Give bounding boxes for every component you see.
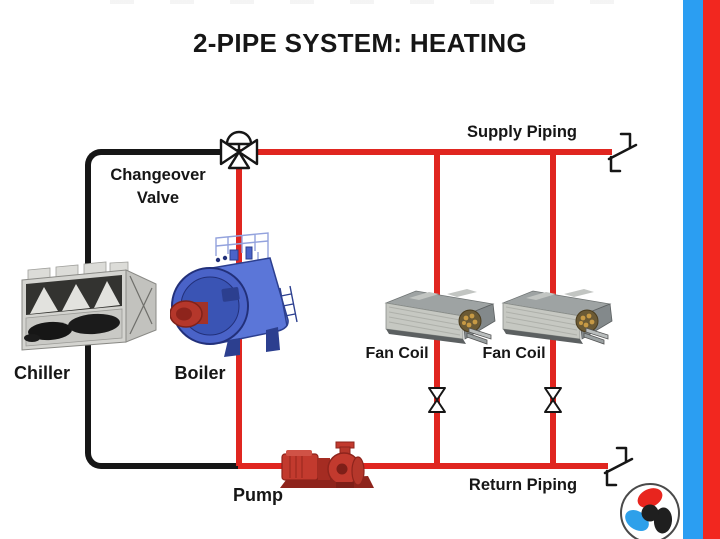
fan-coil-right-label: Fan Coil bbox=[482, 345, 546, 362]
return-pipe bbox=[238, 463, 608, 469]
boiler-icon bbox=[170, 232, 298, 357]
chiller-icon bbox=[21, 261, 157, 351]
boiler-label: Boiler bbox=[174, 363, 226, 383]
fan-coil-left-icon bbox=[385, 288, 496, 345]
supply-pipe bbox=[238, 149, 612, 155]
supply-piping-label: Supply Piping bbox=[467, 123, 577, 141]
changeover-valve-icon bbox=[219, 130, 259, 170]
fan-coil-right-icon bbox=[502, 288, 613, 345]
fan-coil-left-label: Fan Coil bbox=[365, 345, 429, 362]
chiller-label: Chiller bbox=[13, 363, 70, 383]
changeover-valve-label-line1: Changeover bbox=[110, 166, 206, 184]
page-title: 2-PIPE SYSTEM: HEATING bbox=[192, 28, 528, 58]
changeover-valve-label-line2: Valve bbox=[136, 189, 180, 207]
valve-left-icon bbox=[428, 387, 446, 413]
pump-icon bbox=[280, 441, 374, 488]
return-piping-label: Return Piping bbox=[468, 476, 578, 494]
blue-border-bar bbox=[683, 0, 703, 539]
valve-right-icon bbox=[544, 387, 562, 413]
red-border-bar bbox=[703, 0, 720, 539]
supply-pipe-break-icon bbox=[607, 132, 638, 173]
pump-label: Pump bbox=[232, 485, 283, 505]
fan-logo-icon bbox=[620, 483, 680, 539]
changeover-valve-label: Changeover Valve bbox=[83, 164, 233, 210]
top-edge-artifact bbox=[110, 0, 640, 4]
